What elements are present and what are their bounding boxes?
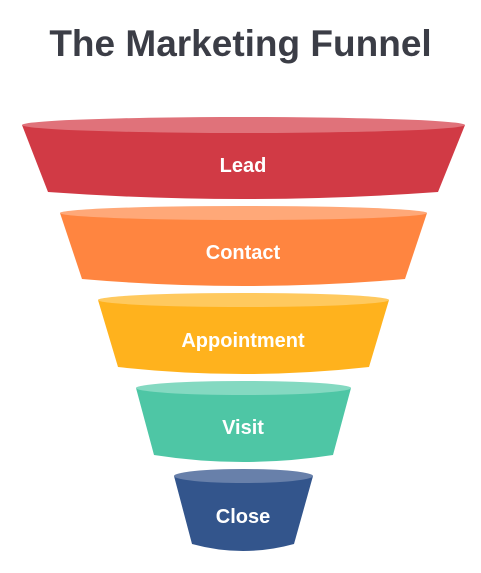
funnel-stage-contact-body (60, 213, 427, 286)
funnel-stage-lead: Lead (22, 117, 465, 199)
funnel-stage-lead-label: Lead (220, 155, 267, 177)
funnel-stage-appointment: Appointment (98, 293, 389, 374)
funnel-stage-visit-body (136, 388, 351, 462)
funnel-stage-close-body (174, 476, 313, 551)
diagram-title: The Marketing Funnel (49, 23, 432, 64)
funnel-stage-lead-top (22, 117, 465, 133)
funnel-stage-visit-top (136, 381, 351, 395)
funnel-stage-appointment-body (98, 300, 389, 374)
funnel-stage-contact-top (60, 206, 427, 220)
funnel-stage-contact-label: Contact (206, 242, 281, 264)
funnel-stage-close: Close (174, 469, 313, 551)
funnel-stage-close-label: Close (216, 506, 270, 528)
funnel-stage-contact: Contact (60, 206, 427, 286)
funnel-stage-lead-body (22, 125, 465, 199)
funnel-stage-close-top (174, 469, 313, 483)
funnel-stage-appointment-top (98, 293, 389, 307)
funnel-stage-visit-label: Visit (222, 417, 264, 439)
funnel-stage-appointment-label: Appointment (181, 330, 305, 352)
funnel-stage-visit: Visit (136, 381, 351, 462)
